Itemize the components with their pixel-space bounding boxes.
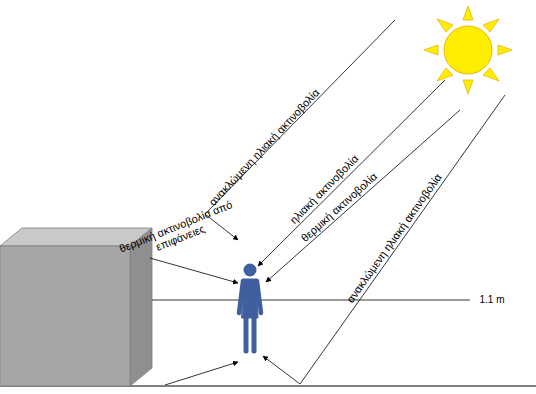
direct-ray <box>258 80 445 266</box>
height-label: 1.1 m <box>479 294 504 306</box>
radiation-label: ανακλώμενη ηλιακή ακτινοβολία <box>206 86 321 208</box>
reflected-ray <box>300 95 505 384</box>
reflected-arrow <box>263 356 300 384</box>
ground-thermal-arrow <box>165 362 238 385</box>
person-figure <box>239 264 261 352</box>
sun-symbol <box>424 6 512 94</box>
surface-thermal-arrow <box>150 258 238 283</box>
radiation-label: θερμική ακτινοβολία από επιφάνειες <box>114 197 242 267</box>
height-line <box>152 300 470 301</box>
building-front <box>0 246 130 386</box>
